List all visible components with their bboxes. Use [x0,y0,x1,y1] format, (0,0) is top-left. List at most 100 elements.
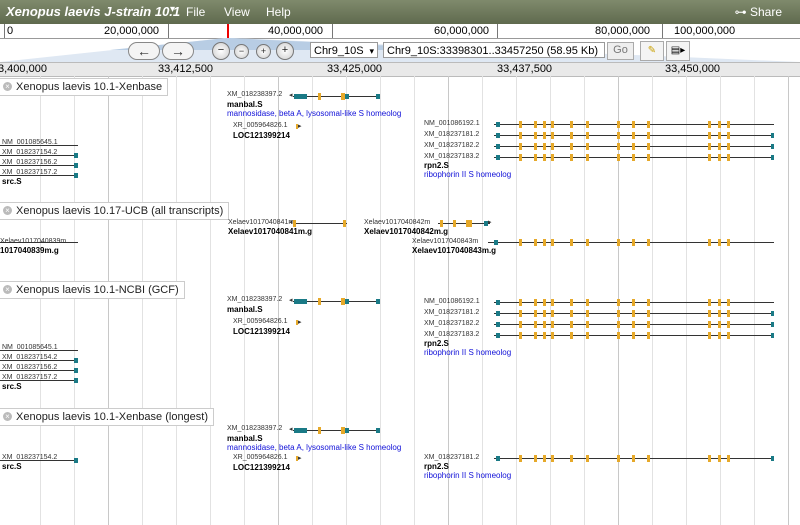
reference-sequence-select[interactable]: Chr9_10S▾ [310,42,378,58]
grid-line [550,76,551,525]
cds-block[interactable] [440,220,443,227]
ruler-label: 33,437,500 [497,63,553,75]
pan-left-button[interactable]: ← [128,42,160,60]
cds-block[interactable] [453,220,456,227]
cds-block[interactable] [341,298,345,305]
close-track-icon[interactable]: × [3,285,12,294]
cds-block[interactable] [341,427,345,434]
cds-block[interactable] [296,456,298,461]
utr-block[interactable] [74,358,78,363]
cds-block[interactable] [341,93,345,100]
close-track-icon[interactable]: × [3,82,12,91]
utr-block[interactable] [74,173,78,178]
zoom-out-button[interactable]: − [234,44,249,59]
grid-line [210,76,211,525]
ruler-label: 3,400,000 [0,63,47,75]
utr-block[interactable] [345,94,349,99]
track-label-ucb[interactable]: ×Xenopus laevis 10.17-UCB (all transcrip… [0,202,230,220]
cds-block[interactable] [318,93,321,100]
gene-name: 1017040839m.g [0,246,59,255]
cds-block[interactable] [293,220,296,227]
reference-sequence-value: Chr9_10S [314,45,364,57]
track-label-xenbase[interactable]: ×Xenopus laevis 10.1-Xenbase [0,78,169,96]
cds-block[interactable] [466,220,472,227]
feature-id: XM_018237181.2 [424,131,480,138]
transcript-line[interactable] [438,223,490,224]
ruler-label: 33,425,000 [327,63,383,75]
overview-scale[interactable]: 0 20,000,000 40,000,000 60,000,000 80,00… [0,24,800,39]
transcript-line[interactable] [293,301,379,302]
utr-block[interactable] [74,368,78,373]
gene-name: LOC121399214 [233,327,290,336]
utr-block[interactable] [345,299,349,304]
arrow-left-icon: ← [137,43,151,59]
location-input[interactable]: Chr9_10S:33398301..33457250 (58.95 Kb) [383,42,605,58]
overview-label: 60,000,000 [434,25,490,37]
cds-block[interactable] [318,427,321,434]
feature-id: XM_018237154.2 [2,149,58,156]
src-transcript-line[interactable] [0,155,78,156]
menu-help[interactable]: Help [266,5,291,19]
menu-file[interactable]: File [186,5,206,19]
cds-block[interactable] [318,298,321,305]
share-button[interactable]: ⊶ Share [735,5,782,19]
utr-block[interactable] [294,94,307,99]
transcript-line[interactable] [293,430,379,431]
utr-block[interactable] [345,428,349,433]
gene-name: LOC121399214 [233,463,290,472]
src-transcript-line[interactable] [0,350,78,351]
gene-name: src.S [2,382,22,391]
transcript-line[interactable] [0,242,78,243]
src-transcript-line[interactable] [0,165,78,166]
track-label-ncbi[interactable]: ×Xenopus laevis 10.1-NCBI (GCF) [0,281,185,299]
close-track-icon[interactable]: × [3,206,12,215]
tracks-menu-button[interactable]: ▤▸ [666,41,690,61]
track-area[interactable]: ×Xenopus laevis 10.1-Xenbase XM_01823839… [0,76,800,525]
utr-block[interactable] [376,428,380,433]
src-transcript-line[interactable] [0,370,78,371]
utr-block[interactable] [74,378,78,383]
track-title: Xenopus laevis 10.1-Xenbase (longest) [16,411,209,423]
grid-line [176,76,177,525]
src-transcript-line[interactable] [0,460,78,461]
grid-line [108,76,109,525]
close-track-icon[interactable]: × [3,412,12,421]
menu-view[interactable]: View [224,5,250,19]
strand-arrow-icon: ◂ [289,92,293,99]
feature-id: NM_001086192.1 [424,120,480,127]
zoom-in-big-button[interactable]: + [276,42,294,60]
overview-label: 20,000,000 [104,25,160,37]
utr-block[interactable] [376,94,380,99]
feature-id: NM_001085645.1 [2,139,58,146]
cds-block[interactable] [343,220,346,227]
transcript-line[interactable] [293,223,347,224]
utr-block[interactable] [74,153,78,158]
pan-right-button[interactable]: → [162,42,194,60]
feature-id: XM_018237154.2 [2,454,58,461]
cds-block[interactable] [296,320,298,325]
genome-dropdown-icon[interactable]: ▾ [170,4,176,15]
src-transcript-line[interactable] [0,360,78,361]
utr-block[interactable] [484,221,488,226]
magnifier-minus-icon: − [217,44,225,56]
utr-block[interactable] [74,163,78,168]
utr-block[interactable] [376,299,380,304]
overview-label: 100,000,000 [674,25,736,37]
src-transcript-line[interactable] [0,380,78,381]
feature-id: Xelaev1017040841m [228,219,295,226]
utr-block[interactable] [294,428,307,433]
utr-block[interactable] [74,458,78,463]
go-button[interactable]: Go [607,42,634,60]
zoom-out-big-button[interactable]: − [212,42,230,60]
track-label-xenbase-longest[interactable]: × Xenopus laevis 10.1-Xenbase (longest) [0,408,215,426]
highlight-button[interactable]: ✎ [640,41,664,61]
transcript-line[interactable] [293,96,379,97]
src-transcript-line[interactable] [0,145,78,146]
zoom-in-button[interactable]: + [256,44,271,59]
arrow-right-icon: → [171,43,185,59]
gene-name: LOC121399214 [233,131,290,140]
cds-block[interactable] [296,124,298,129]
src-transcript-line[interactable] [0,175,78,176]
overview-position-marker[interactable] [227,24,229,38]
utr-block[interactable] [294,299,307,304]
